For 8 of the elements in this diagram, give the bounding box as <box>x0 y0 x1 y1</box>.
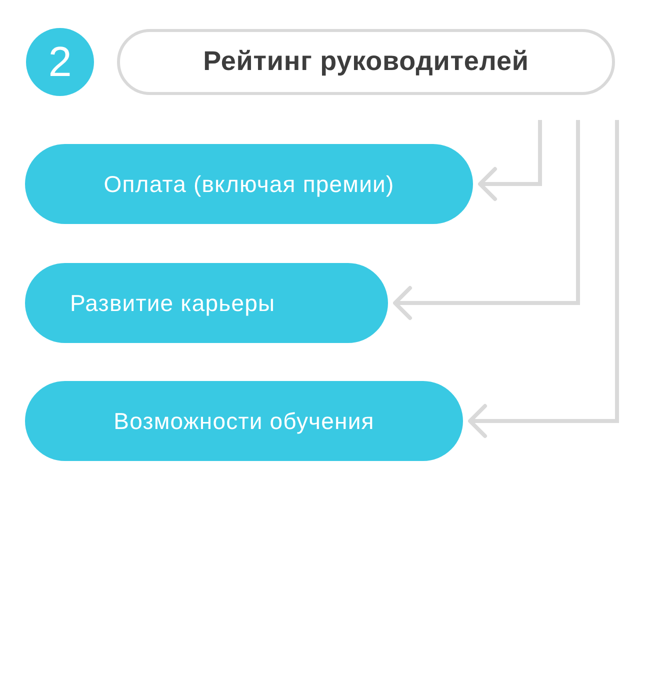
pill-label: Оплата (включая премии) <box>104 170 394 198</box>
arrow <box>393 120 580 320</box>
arrow <box>468 120 619 438</box>
step-number: 2 <box>48 38 72 86</box>
pill-label: Возможности обучения <box>114 408 374 434</box>
arrow <box>478 120 542 201</box>
heading-text: Рейтинг руководителей <box>203 46 529 78</box>
pill-label: Развитие карьеры <box>70 290 276 316</box>
